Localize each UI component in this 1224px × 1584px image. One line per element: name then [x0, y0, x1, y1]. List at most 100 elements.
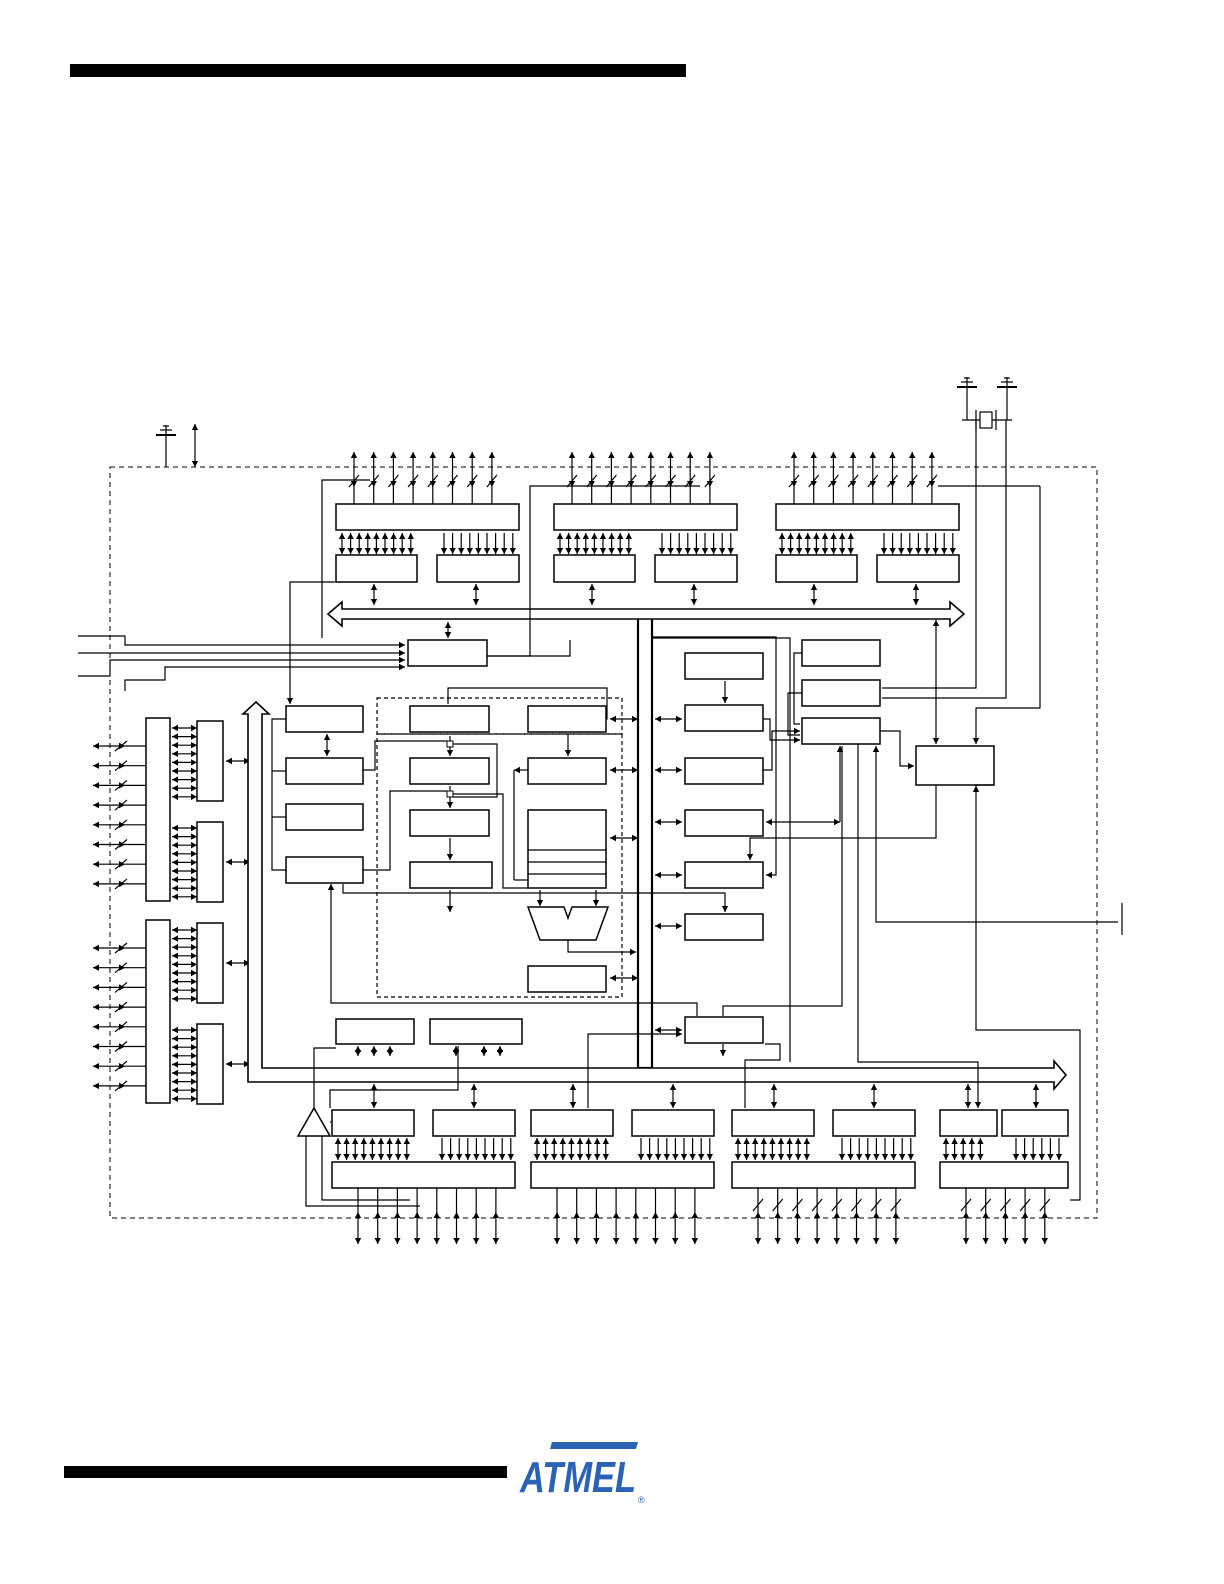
peripheral-link [749, 786, 937, 860]
arrowhead [982, 1238, 989, 1244]
arrowhead [777, 1154, 785, 1160]
arrowhead [93, 984, 99, 991]
arrowhead [466, 548, 473, 554]
signal-line [329, 1046, 459, 1108]
arrowhead [655, 1154, 662, 1160]
arrowhead [172, 767, 178, 775]
cpu-region-top [376, 697, 623, 735]
signal-line [652, 637, 791, 1062]
arrowhead [847, 1154, 854, 1160]
arrowhead [191, 785, 197, 792]
port-d-data-reg [631, 1109, 715, 1137]
footer-rule [64, 1466, 507, 1478]
port-f-low-data-dir-reg [731, 1109, 815, 1137]
adc-control [429, 1018, 523, 1045]
arrowhead [873, 1154, 880, 1160]
arrowhead [821, 548, 829, 554]
oscillators [801, 639, 881, 667]
signal-line [787, 692, 802, 736]
arrowhead [593, 1212, 600, 1218]
jtag-input-line [124, 666, 405, 691]
signal-line [305, 1136, 420, 1207]
pull-up-switch [870, 1198, 882, 1212]
arrowhead [395, 1154, 402, 1160]
arrowhead [93, 821, 99, 828]
arrowhead [172, 1087, 178, 1094]
arrowhead [407, 533, 414, 539]
arrowhead [632, 766, 638, 774]
core-link [363, 790, 447, 871]
arrowhead [370, 1084, 378, 1090]
arrowhead [394, 1238, 401, 1244]
arrowhead [473, 1154, 480, 1160]
arrowhead [960, 1138, 967, 1144]
arrowhead [754, 1212, 762, 1218]
arrowhead [873, 1238, 880, 1244]
arrowhead [364, 548, 371, 554]
arrowhead [556, 533, 564, 539]
arrowhead [810, 452, 817, 458]
port-f-drivers [145, 717, 171, 902]
arrowhead [1002, 1238, 1009, 1244]
cpu-region [376, 733, 623, 998]
arrowhead [565, 548, 572, 554]
twi [684, 757, 764, 785]
arrowhead [612, 1238, 620, 1244]
arrowhead [701, 548, 709, 554]
arrowhead [810, 599, 818, 605]
pull-up-switch [114, 878, 128, 890]
arrowhead [672, 1154, 679, 1160]
arrowhead [395, 1138, 402, 1144]
arrowhead [191, 824, 197, 832]
arrowhead [964, 1084, 972, 1090]
arrowhead [191, 850, 197, 857]
arrowhead [974, 1102, 982, 1108]
arrowhead [960, 1154, 967, 1160]
pull-up-switch [114, 981, 128, 993]
arrowhead [172, 785, 178, 792]
arrowhead [585, 1154, 592, 1160]
arrowhead [542, 1138, 549, 1144]
arrowhead [691, 1238, 699, 1244]
port-f-low-data-reg [832, 1109, 916, 1137]
arrowhead [191, 1061, 197, 1068]
arrowhead [889, 452, 896, 458]
pull-up-switch [114, 760, 128, 772]
arrowhead [381, 548, 389, 554]
arrowhead [769, 1154, 776, 1160]
arrowhead [377, 1138, 385, 1144]
pull-up-switch [625, 474, 637, 488]
arrowhead [856, 1154, 863, 1160]
arrowhead [833, 1238, 840, 1244]
arrowhead [191, 969, 197, 977]
arrowhead [881, 1154, 889, 1160]
header-rule [70, 64, 686, 77]
arrowhead [951, 1154, 958, 1160]
arrowhead [719, 1050, 727, 1056]
arrowhead [592, 900, 600, 906]
arrowhead [559, 1138, 566, 1144]
arrowhead [93, 801, 99, 809]
arrowhead [360, 1138, 367, 1144]
arrowhead [794, 736, 800, 744]
arrowhead [907, 1154, 914, 1160]
arrowhead [172, 759, 178, 766]
arrowhead [594, 1138, 601, 1144]
arrowhead [1055, 1154, 1063, 1160]
pull-up-switch [114, 962, 128, 974]
arrowhead [433, 1238, 440, 1244]
arrowhead [766, 818, 772, 826]
arrowhead [1032, 1102, 1040, 1108]
pull-up-switch [114, 1060, 128, 1072]
arrowhead [676, 1026, 682, 1034]
arrowhead [599, 533, 607, 539]
arrowhead [691, 1212, 699, 1218]
arrowhead [119, 1063, 125, 1070]
arrowhead [507, 1154, 514, 1160]
junction-node [446, 740, 454, 748]
arrowhead [839, 533, 846, 539]
arrowhead [244, 1060, 250, 1068]
arrowhead [172, 1035, 178, 1042]
arrowhead [632, 715, 638, 723]
arrowhead [721, 697, 729, 703]
